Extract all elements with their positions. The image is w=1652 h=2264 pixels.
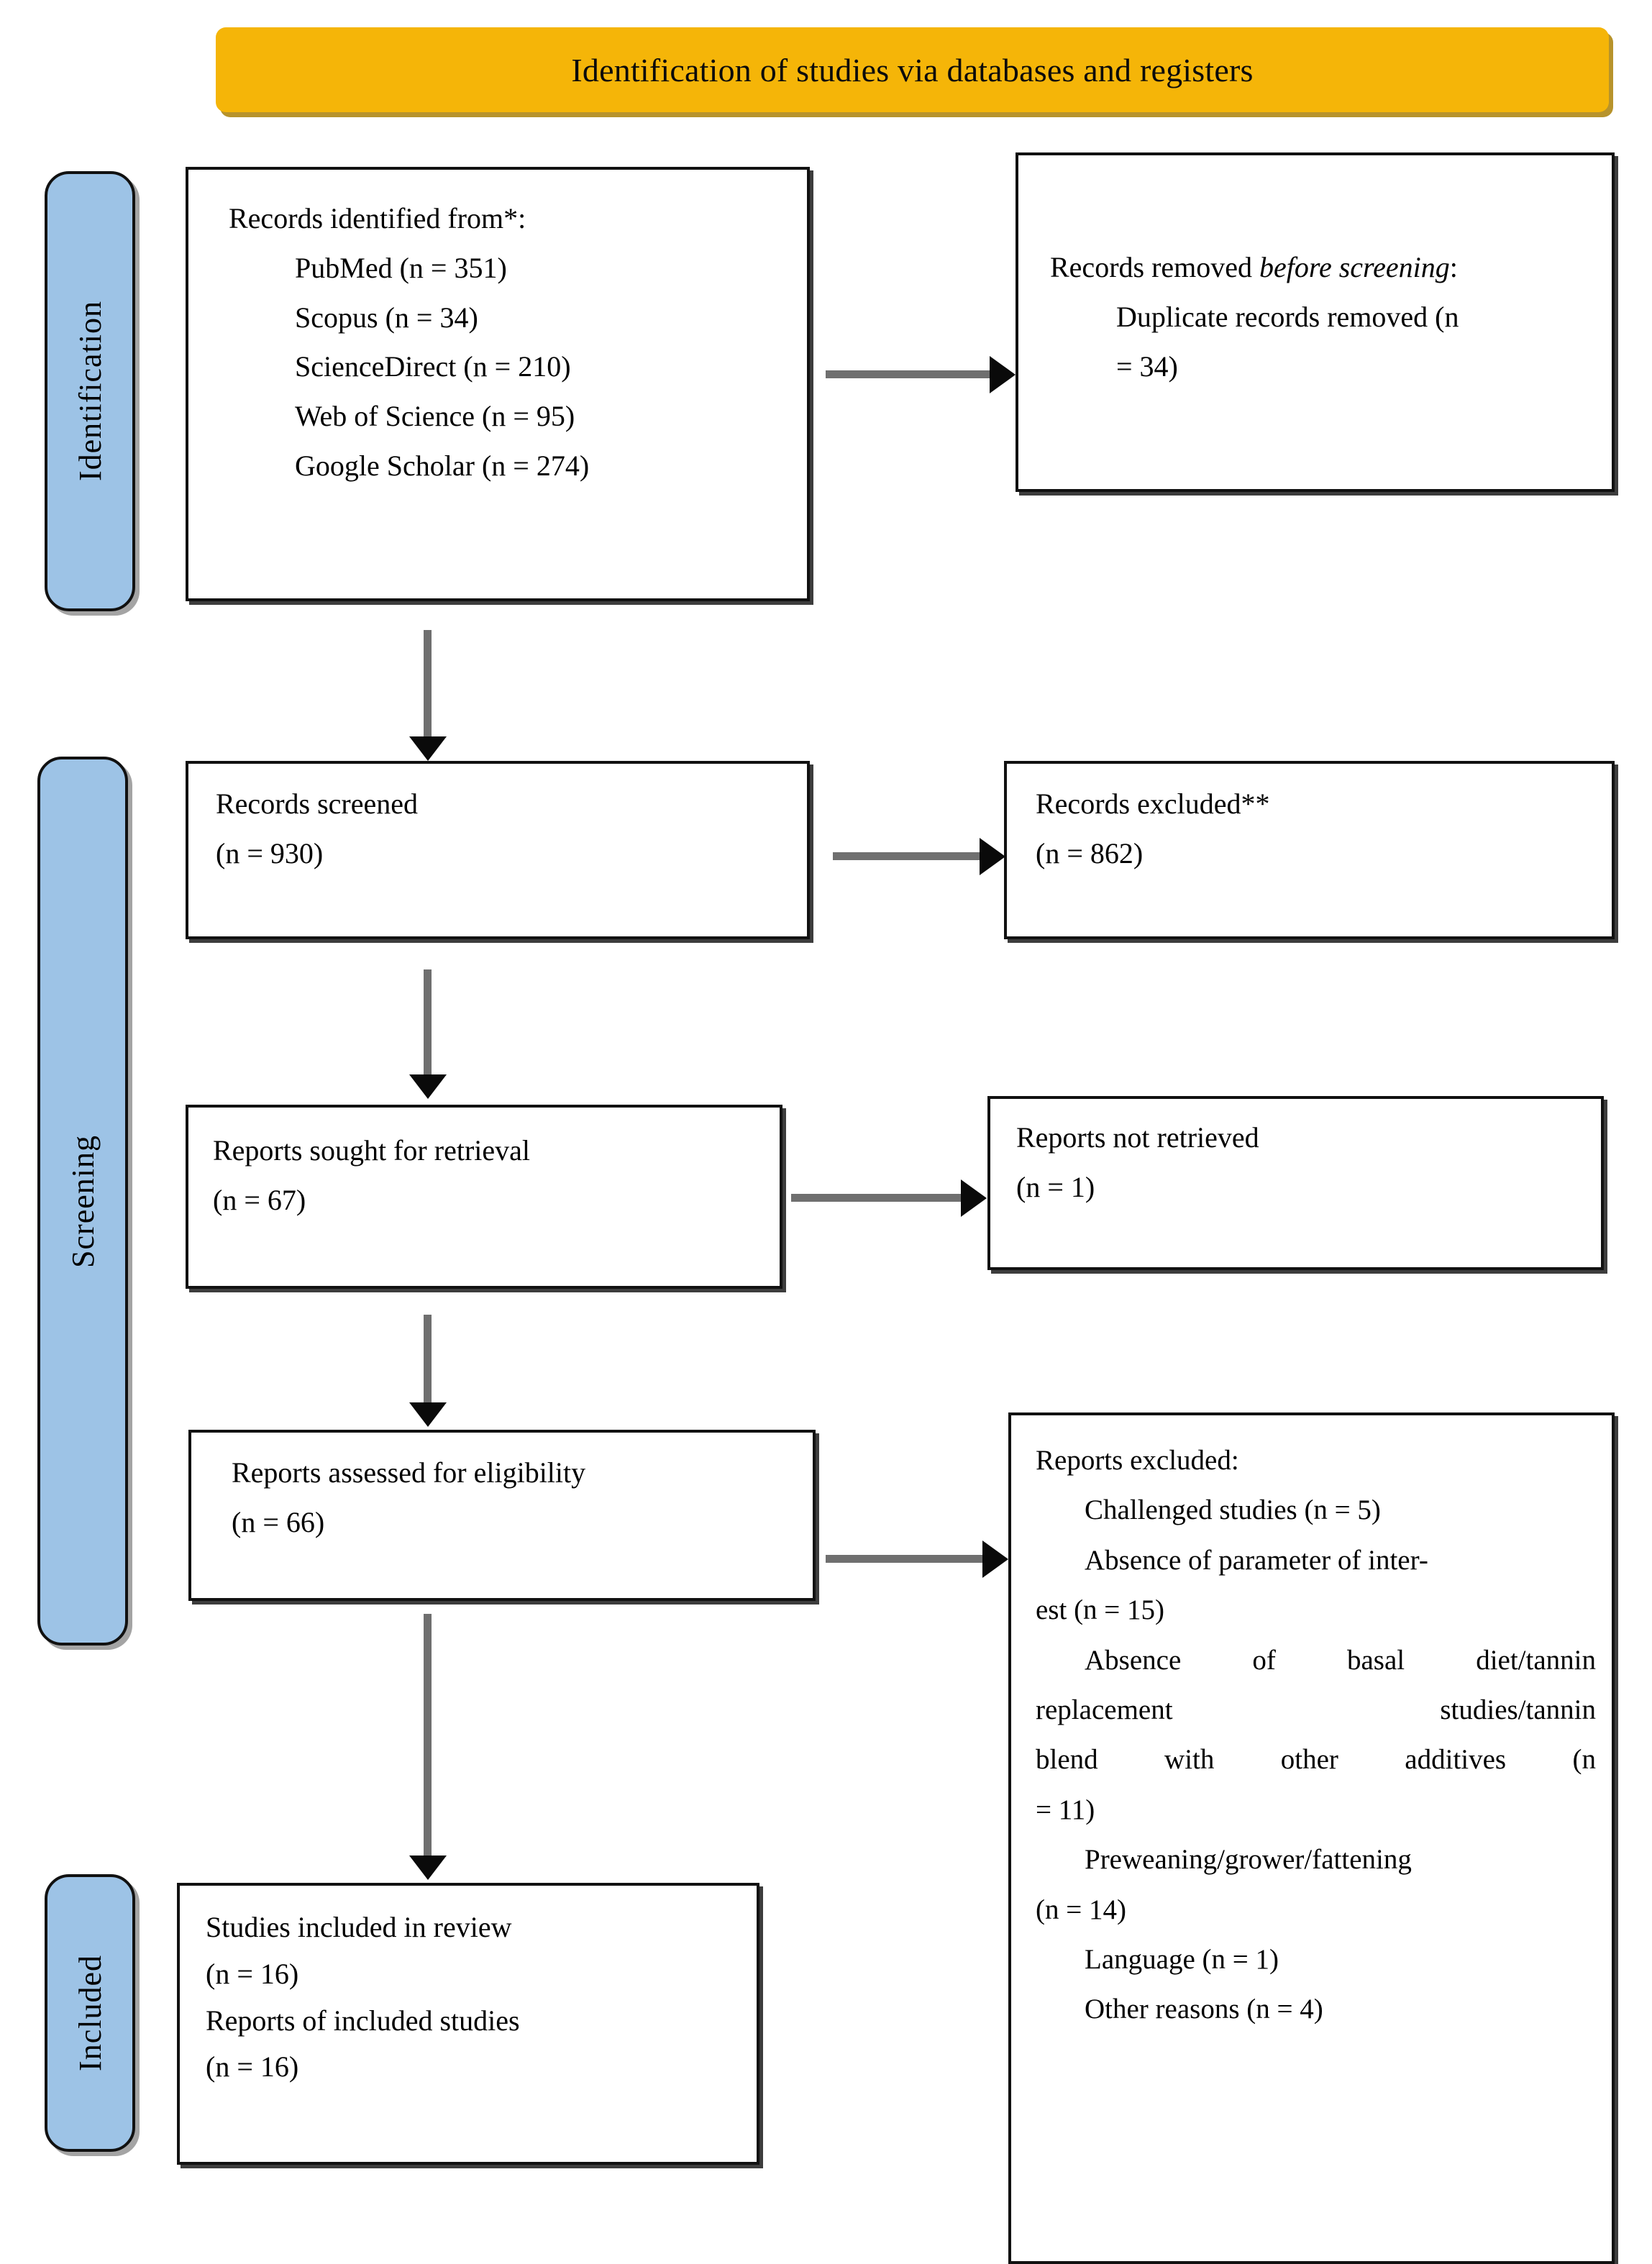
- box-records-identified: Records identified from*: PubMed (n = 35…: [186, 167, 810, 601]
- reports-assessed-count: (n = 66): [232, 1505, 325, 1538]
- reports-included-label: Reports of included studies: [206, 2004, 520, 2037]
- source-web-of-science: Web of Science (n = 95): [295, 400, 575, 433]
- arrow-screened-to-sought-icon: [424, 969, 432, 1077]
- studies-included-count: (n = 16): [206, 1957, 299, 1990]
- records-removed-heading: Records removed before screening:: [1050, 243, 1594, 293]
- arrow-identified-to-screened-icon: [424, 630, 432, 739]
- diagram-header-banner: Identification of studies via databases …: [216, 27, 1609, 112]
- stage-label-screening-text: Screening: [65, 1134, 101, 1268]
- stage-label-included: Included: [45, 1874, 135, 2152]
- records-identified-heading: Records identified from*:: [229, 202, 526, 234]
- box-studies-included: Studies included in review (n = 16) Repo…: [177, 1883, 759, 2165]
- reason-absence-basal-diet-line3: blend with other additives (n: [1036, 1744, 1596, 1776]
- reason-preweaning-line2: (n = 14): [1036, 1894, 1126, 1925]
- reports-not-retrieved-label: Reports not retrieved: [1016, 1121, 1259, 1154]
- reports-excluded-heading: Reports excluded:: [1036, 1445, 1239, 1476]
- arrow-screened-to-excluded-icon: [833, 852, 981, 860]
- arrow-assessed-to-excluded-icon: [826, 1555, 984, 1563]
- source-sciencedirect: ScienceDirect (n = 210): [295, 350, 571, 383]
- reports-included-count: (n = 16): [206, 2050, 299, 2083]
- records-removed-heading-prefix: Records removed: [1050, 251, 1260, 283]
- box-reports-excluded-reasons: Reports excluded: Challenged studies (n …: [1008, 1412, 1615, 2264]
- records-removed-heading-italic: before screening: [1259, 251, 1450, 283]
- box-reports-assessed: Reports assessed for eligibility (n = 66…: [188, 1430, 816, 1601]
- arrow-sought-to-not-retrieved-icon: [791, 1194, 962, 1202]
- reason-other: Other reasons (n = 4): [1085, 1994, 1323, 2025]
- stage-label-screening: Screening: [37, 757, 128, 1645]
- stage-label-identification-text: Identification: [72, 301, 108, 482]
- box-reports-sought: Reports sought for retrieval (n = 67): [186, 1105, 782, 1289]
- duplicate-records-line2: = 34): [1116, 350, 1178, 383]
- records-excluded-count: (n = 862): [1036, 836, 1144, 869]
- arrow-assessed-to-included-icon: [424, 1614, 432, 1858]
- duplicate-records-line1: Duplicate records removed (n: [1116, 300, 1459, 333]
- arrow-identified-to-removed-icon: [826, 370, 991, 378]
- arrow-sought-to-assessed-icon: [424, 1315, 432, 1405]
- reason-absence-basal-diet-line4: = 11): [1036, 1794, 1095, 1825]
- page-title: Identification of studies via databases …: [571, 51, 1254, 88]
- reason-absence-basal-diet-line1: Absence of basal diet/tannin: [1085, 1644, 1596, 1676]
- reports-assessed-label: Reports assessed for eligibility: [232, 1456, 586, 1489]
- records-screened-count: (n = 930): [216, 836, 324, 869]
- box-records-removed: Records removed before screening: Duplic…: [1016, 152, 1615, 492]
- reports-sought-label: Reports sought for retrieval: [213, 1134, 530, 1167]
- stage-label-included-text: Included: [72, 1955, 108, 2071]
- box-reports-not-retrieved: Reports not retrieved (n = 1): [987, 1096, 1604, 1270]
- box-records-excluded: Records excluded** (n = 862): [1004, 761, 1615, 939]
- reports-sought-count: (n = 67): [213, 1183, 306, 1216]
- reports-not-retrieved-count: (n = 1): [1016, 1170, 1095, 1203]
- reason-preweaning-line1: Preweaning/grower/fattening: [1085, 1844, 1412, 1876]
- reason-absence-parameter-line2: est (n = 15): [1036, 1594, 1165, 1626]
- records-excluded-label: Records excluded**: [1036, 788, 1270, 820]
- reason-absence-basal-diet-line2: replacement studies/tannin: [1036, 1694, 1596, 1726]
- records-screened-label: Records screened: [216, 788, 418, 820]
- stage-label-identification: Identification: [45, 171, 135, 611]
- box-records-screened: Records screened (n = 930): [186, 761, 810, 939]
- reason-absence-parameter-line1: Absence of parameter of inter-: [1085, 1544, 1428, 1576]
- records-removed-heading-suffix: :: [1449, 251, 1458, 283]
- reason-language: Language (n = 1): [1085, 1944, 1279, 1976]
- source-google-scholar: Google Scholar (n = 274): [295, 449, 590, 482]
- studies-included-label: Studies included in review: [206, 1911, 512, 1943]
- source-pubmed: PubMed (n = 351): [295, 251, 507, 284]
- source-scopus: Scopus (n = 34): [295, 301, 478, 334]
- reason-challenged-studies: Challenged studies (n = 5): [1085, 1494, 1381, 1526]
